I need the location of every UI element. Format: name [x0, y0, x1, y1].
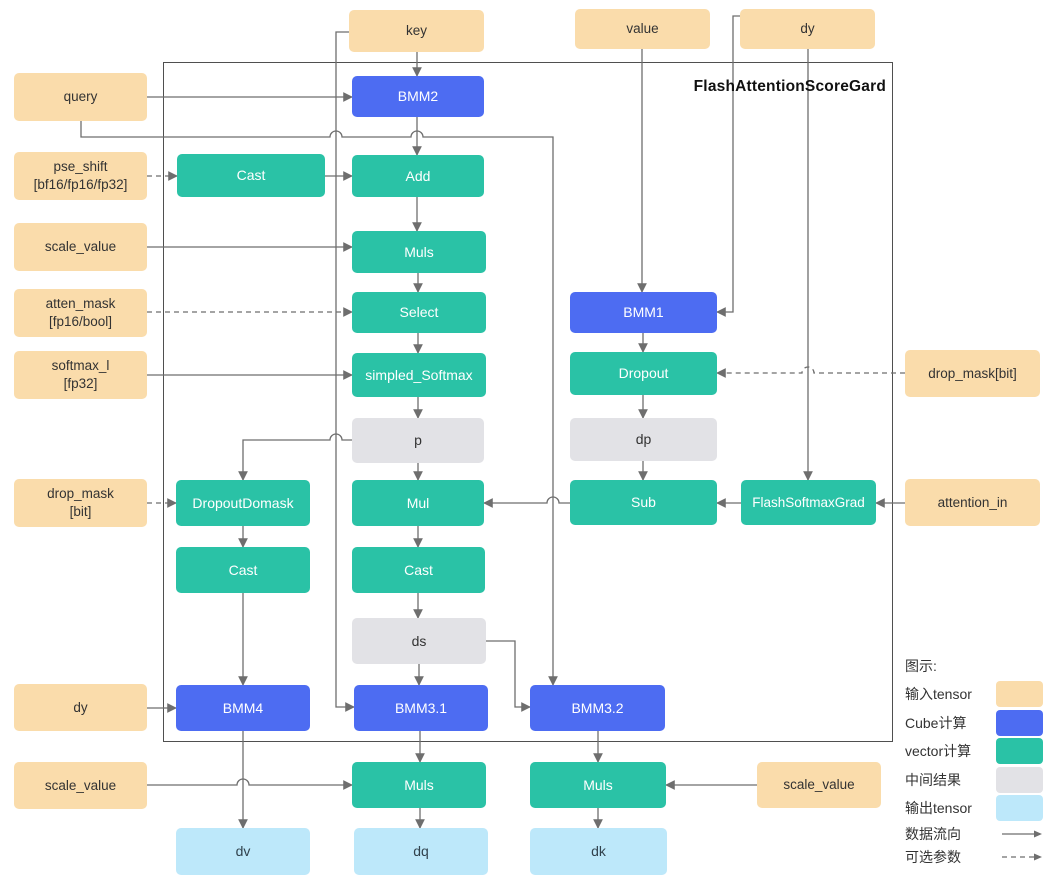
edge-dropmaskright-dropout	[716, 366, 905, 378]
edge-key-bmm31	[335, 31, 355, 712]
edge-scale2-mulsdq	[147, 778, 353, 790]
node-query: query	[14, 73, 147, 121]
output-tensor-swatch	[996, 795, 1043, 822]
legend-item-cube-compute: Cube计算	[905, 709, 1043, 738]
edge-ds-bmm32	[486, 640, 531, 712]
node-dv: dv	[176, 828, 310, 875]
node-atten-mask: atten_mask[fp16/bool]	[14, 289, 147, 337]
node-bmm4: BMM4	[176, 685, 310, 731]
legend-item-intermediate: 中间结果	[905, 766, 1043, 795]
node-mul: Mul	[352, 480, 484, 526]
node-scale-value-3: scale_value	[757, 762, 881, 808]
node-bmm32: BMM3.2	[530, 685, 665, 731]
node-drop-mask-left: drop_mask[bit]	[14, 479, 147, 527]
node-dropout: Dropout	[570, 352, 717, 395]
node-cast-mid: Cast	[352, 547, 485, 593]
node-add: Add	[352, 155, 484, 197]
node-select: Select	[352, 292, 486, 333]
node-dy-left: dy	[14, 684, 147, 731]
legend: 图示: 输入tensor Cube计算 vector计算 中间结果 输出tens…	[905, 654, 1043, 869]
legend-item-optional-param: 可选参数	[905, 846, 1043, 869]
node-scale-value-1: scale_value	[14, 223, 147, 271]
node-muls-top: Muls	[352, 231, 486, 273]
node-attention-in: attention_in	[905, 479, 1040, 526]
node-flash-softmax-grad: FlashSoftmaxGrad	[741, 480, 876, 525]
node-scale-value-2: scale_value	[14, 762, 147, 809]
node-dq: dq	[354, 828, 488, 875]
node-dk: dk	[530, 828, 667, 875]
legend-title: 图示:	[905, 658, 937, 674]
edge-sub-mul	[483, 496, 570, 508]
legend-item-vector-compute: vector计算	[905, 737, 1043, 766]
edge-dytop-bmm1	[716, 15, 740, 317]
node-cast-left: Cast	[176, 547, 310, 593]
node-drop-mask-right: drop_mask[bit]	[905, 350, 1040, 397]
node-simpled-softmax: simpled_Softmax	[352, 353, 486, 397]
input-tensor-swatch	[996, 681, 1043, 708]
node-p: p	[352, 418, 484, 463]
legend-item-output-tensor: 输出tensor	[905, 794, 1043, 823]
node-muls-dq: Muls	[352, 762, 486, 808]
edge-query-bmm32	[80, 121, 558, 686]
node-pse-shift: pse_shift[bf16/fp16/fp32]	[14, 152, 147, 200]
node-value: value	[575, 9, 710, 49]
node-bmm1: BMM1	[570, 292, 717, 333]
legend-item-input-tensor: 输入tensor	[905, 680, 1043, 709]
cube-compute-swatch	[996, 709, 1043, 736]
node-bmm2: BMM2	[352, 76, 484, 117]
dashed-arrow-icon	[1002, 853, 1042, 861]
solid-arrow-icon	[1002, 830, 1042, 838]
diagram-title: FlashAttentionScoreGard	[693, 78, 886, 95]
legend-item-data-flow: 数据流向	[905, 823, 1043, 846]
node-bmm31: BMM3.1	[354, 685, 488, 731]
node-dy-top: dy	[740, 9, 875, 49]
vector-compute-swatch	[996, 738, 1043, 765]
node-ds: ds	[352, 618, 486, 664]
node-dp: dp	[570, 418, 717, 461]
node-cast-top: Cast	[177, 154, 325, 197]
flash-attention-frame	[163, 62, 893, 742]
node-key: key	[349, 10, 484, 52]
node-softmax-l: softmax_l[fp32]	[14, 351, 147, 399]
node-sub: Sub	[570, 480, 717, 525]
edge-p-dropoutdomask	[238, 433, 352, 481]
intermediate-swatch	[996, 766, 1043, 793]
node-muls-dk: Muls	[530, 762, 666, 808]
node-dropout-domask: DropoutDomask	[176, 480, 310, 526]
